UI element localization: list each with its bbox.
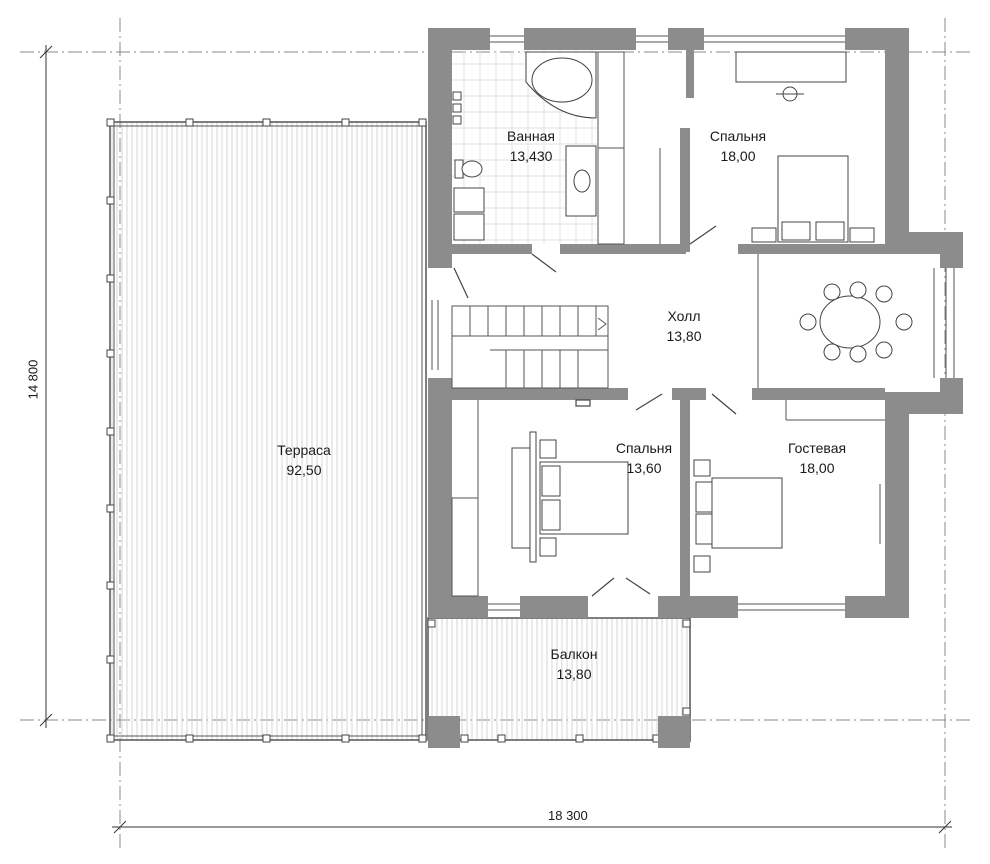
doors [453,225,737,597]
room-name: Ванная [507,128,555,144]
room-label-guest: Гостевая 18,00 [774,438,860,478]
room-label-balcony: Балкон 13,80 [534,644,614,684]
toilet-icon [454,159,483,179]
room-name: Холл [667,308,701,324]
dimension-width-label: 18 300 [548,808,588,823]
bed-icon [511,431,629,563]
room-label-bedroom-1: Спальня 18,00 [700,126,776,166]
dimension-height-label: 14 800 [25,359,41,400]
room-area: 13,80 [556,666,592,682]
terrace-deck [109,121,427,741]
room-area: 13,80 [666,328,702,344]
room-area: 13,60 [626,460,662,476]
balcony-deck [427,617,691,741]
room-label-bedroom-2: Спальня 13,60 [606,438,682,478]
sink-icon [565,145,597,217]
room-area: 92,50 [286,462,322,478]
room-area: 13,430 [509,148,553,164]
walls [428,28,963,618]
bed-icon [751,155,875,243]
room-label-bath: Ванная 13,430 [496,126,566,166]
room-name: Гостевая [787,440,847,456]
room-name: Балкон [550,646,598,662]
room-name: Спальня [615,440,673,456]
bathtub-icon [525,51,597,119]
room-label-hall: Холл 13,80 [652,306,716,346]
staircase-icon [451,305,609,389]
dining-table-icon [799,281,913,363]
bed-icon [693,459,783,573]
room-label-terrace: Терраса 92,50 [264,440,344,480]
room-name: Терраса [277,442,331,458]
room-area: 18,00 [799,460,835,476]
desk-chair-icon [735,51,847,102]
dimension-lines [39,45,952,834]
room-area: 18,00 [720,148,756,164]
room-name: Спальня [709,128,767,144]
windows [431,35,955,611]
terrace-posts [106,118,427,743]
